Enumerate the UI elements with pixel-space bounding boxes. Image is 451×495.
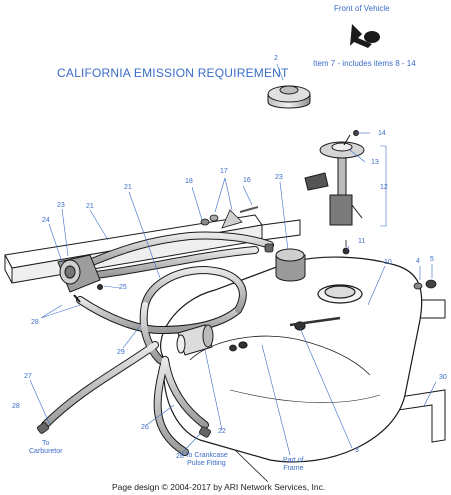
leader-lines (29, 63, 437, 456)
callout-25[interactable]: 25 (119, 284, 127, 291)
to-crankcase-line1: To Crankcase (185, 452, 228, 459)
callout-2[interactable]: 2 (274, 55, 278, 62)
callout-28-left[interactable]: 28 (31, 319, 39, 326)
to-crankcase-label: To Crankcase Pulse Fitting (185, 452, 228, 468)
canister (275, 248, 306, 282)
callout-27[interactable]: 27 (24, 373, 32, 380)
fuel-tank (160, 256, 423, 463)
callout-24[interactable]: 24 (42, 217, 50, 224)
gas-cap (267, 85, 311, 109)
callout-14[interactable]: 14 (378, 130, 386, 137)
diagram-title: CALIFORNIA EMISSION REQUIREMENT (57, 66, 289, 80)
part-of-frame-line2: Frame (283, 465, 304, 472)
callout-28-bottom[interactable]: 28 (176, 453, 184, 460)
callout-13[interactable]: 13 (371, 159, 379, 166)
item-note: Item 7 - includes items 8 - 14 (313, 59, 416, 68)
hose-ends (36, 243, 274, 438)
to-carburetor-line1: To (42, 440, 50, 447)
callout-5[interactable]: 5 (430, 256, 434, 263)
to-carburetor-line2: Carburetor (29, 448, 63, 455)
callout-21-left[interactable]: 21 (86, 203, 94, 210)
fuel-sender-unit (304, 130, 365, 226)
callout-30[interactable]: 30 (439, 374, 447, 381)
hoses (41, 231, 274, 456)
front-arrow-icon (350, 24, 380, 48)
callout-10[interactable]: 10 (384, 259, 392, 266)
fuel-filter (176, 324, 214, 356)
callout-3[interactable]: 3 (355, 447, 359, 454)
callout-4[interactable]: 4 (416, 258, 420, 265)
callout-12[interactable]: 12 (380, 184, 388, 191)
fuel-pump (57, 254, 103, 303)
callout-22[interactable]: 22 (218, 428, 226, 435)
to-carburetor-label: To Carburetor (29, 440, 62, 456)
callout-29[interactable]: 29 (117, 349, 125, 356)
callout-16[interactable]: 16 (243, 177, 251, 184)
callout-21-upper[interactable]: 21 (124, 184, 132, 191)
copyright-footer: Page design © 2004-2017 by ARI Network S… (112, 482, 326, 492)
callout-23-left[interactable]: 23 (57, 202, 65, 209)
callout-17[interactable]: 17 (220, 168, 228, 175)
to-crankcase-line2: Pulse Fitting (187, 460, 226, 467)
callout-28-bottom-left[interactable]: 28 (12, 403, 20, 410)
callout-18[interactable]: 18 (185, 178, 193, 185)
front-of-vehicle-label: Front of Vehicle (334, 4, 390, 13)
callout-23-upper[interactable]: 23 (275, 174, 283, 181)
callout-26[interactable]: 26 (141, 424, 149, 431)
part-of-frame-label: Part of Frame (283, 457, 304, 473)
part-of-frame-line1: Part of (283, 457, 304, 464)
callout-11[interactable]: 11 (358, 238, 366, 245)
